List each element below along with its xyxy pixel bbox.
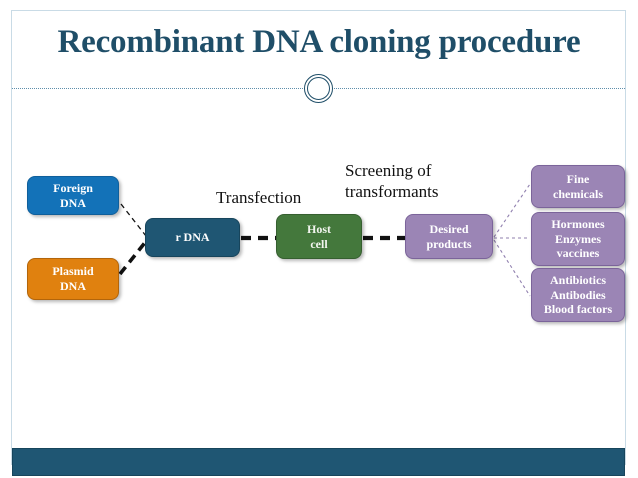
- node-plasmid-dna[interactable]: Plasmid DNA: [27, 258, 119, 300]
- node-fine-chemicals-line-2: chemicals: [553, 186, 603, 201]
- node-host-cell[interactable]: Host cell: [276, 214, 362, 259]
- node-antibiotics-line-3: Blood factors: [543, 302, 613, 317]
- node-hormones-line-1: Hormones: [551, 217, 605, 232]
- node-r-dna-line-1: r DNA: [175, 230, 210, 245]
- label-screening-line-2: transformants: [345, 181, 439, 201]
- node-desired-products-line-2: products: [426, 236, 472, 251]
- node-desired-products[interactable]: Desired products: [405, 214, 493, 259]
- label-transfection: Transfection: [216, 188, 302, 207]
- node-foreign-dna[interactable]: Foreign DNA: [27, 176, 119, 215]
- node-hormones-line-3: vaccines: [556, 246, 600, 261]
- node-fine-chemicals-line-1: Fine: [566, 171, 590, 186]
- footer-bar: [12, 448, 625, 476]
- node-antibiotics-line-1: Antibiotics: [549, 273, 606, 288]
- label-screening-of-transformants: Screening of transformants: [345, 161, 438, 202]
- node-hormones-line-2: Enzymes: [555, 231, 601, 246]
- connector-foreign-to-rdna: [120, 203, 147, 237]
- node-foreign-dna-line-2: DNA: [60, 195, 86, 210]
- node-hormones[interactable]: Hormones Enzymes vaccines: [531, 212, 625, 266]
- node-host-cell-line-2: cell: [310, 236, 328, 251]
- connector-products-to-antibiotics: [493, 239, 531, 297]
- node-desired-products-line-1: Desired: [429, 221, 469, 236]
- node-r-dna[interactable]: r DNA: [145, 218, 240, 257]
- connector-plasmid-to-rdna: [118, 238, 149, 276]
- node-antibiotics[interactable]: Antibiotics Antibodies Blood factors: [531, 268, 625, 322]
- page-title: Recombinant DNA cloning procedure: [57, 24, 581, 60]
- node-plasmid-dna-line-2: DNA: [60, 279, 86, 293]
- connector-products-to-finechemicals: [493, 183, 531, 238]
- node-fine-chemicals[interactable]: Fine chemicals: [531, 165, 625, 208]
- label-screening-line-1: Screening of: [345, 161, 432, 180]
- node-host-cell-line-1: Host: [307, 221, 331, 236]
- double-ring-inner-icon: [307, 77, 330, 100]
- node-plasmid-dna-line-1: Plasmid: [52, 264, 94, 279]
- node-antibiotics-line-2: Antibodies: [550, 287, 606, 302]
- node-foreign-dna-line-1: Foreign: [53, 180, 93, 195]
